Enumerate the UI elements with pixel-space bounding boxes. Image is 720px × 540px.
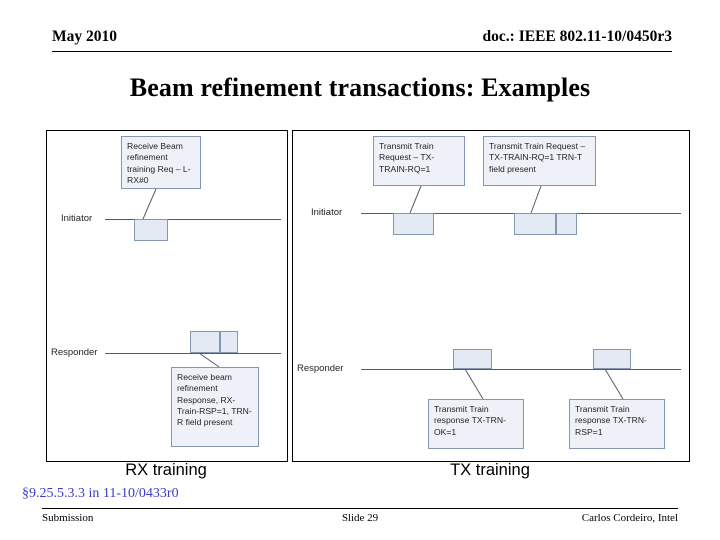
footer-author: Carlos Cordeiro, Intel <box>581 512 678 524</box>
rx-initiator-lifeline <box>105 219 281 220</box>
footer-slide-number: Slide 29 <box>341 512 379 524</box>
tx-responder-packet-1 <box>453 349 492 369</box>
rx-initiator-packet <box>134 219 168 241</box>
tx-responder-callout-1: Transmit Train response TX-TRN-OK=1 <box>428 399 524 449</box>
rx-responder-callout: Receive beam refinement Response, RX-Tra… <box>171 367 259 447</box>
footer-submission: Submission <box>42 512 94 524</box>
tx-responder-packet-2 <box>593 349 631 369</box>
rx-responder-label: Responder <box>51 347 98 358</box>
rx-responder-packet-main <box>190 331 220 353</box>
header-date: May 2010 <box>52 28 118 45</box>
page-title: Beam refinement transactions: Examples <box>129 73 591 102</box>
slide-footer: Submission Slide 29 Carlos Cordeiro, Int… <box>42 512 678 530</box>
rx-responder-lifeline <box>105 353 281 354</box>
tx-initiator-callout-1: Transmit Train Request – TX-TRAIN-RQ=1 <box>373 136 465 186</box>
header-divider <box>52 51 672 52</box>
tx-initiator-packet-2-trn <box>556 213 577 235</box>
slide-header: May 2010 doc.: IEEE 802.11-10/0450r3 <box>52 28 672 54</box>
rx-initiator-label: Initiator <box>61 213 93 224</box>
footer-divider <box>42 508 678 509</box>
spec-reference: §9.25.5.3.3 in 11-10/0433r0 <box>22 486 179 501</box>
tx-initiator-label: Initiator <box>311 207 343 218</box>
tx-responder-lifeline <box>361 369 681 370</box>
tx-training-caption: TX training <box>450 461 530 479</box>
tx-responder-callout-2: Transmit Train response TX-TRN-RSP=1 <box>569 399 665 449</box>
tx-initiator-callout-2: Transmit Train Request – TX-TRAIN-RQ=1 T… <box>483 136 596 186</box>
rx-initiator-callout: Receive Beam refinement training Req – L… <box>121 136 201 189</box>
tx-responder-label: Responder <box>297 363 344 374</box>
rx-responder-packet-trn <box>220 331 238 353</box>
tx-initiator-packet-1 <box>393 213 434 235</box>
tx-initiator-packet-2-main <box>514 213 556 235</box>
rx-training-caption: RX training <box>125 461 207 479</box>
tx-training-diagram: Initiator Transmit Train Request – TX-TR… <box>292 130 690 462</box>
header-doc-id: doc.: IEEE 802.11-10/0450r3 <box>482 28 672 45</box>
rx-training-diagram: Initiator Receive Beam refinement traini… <box>46 130 288 462</box>
